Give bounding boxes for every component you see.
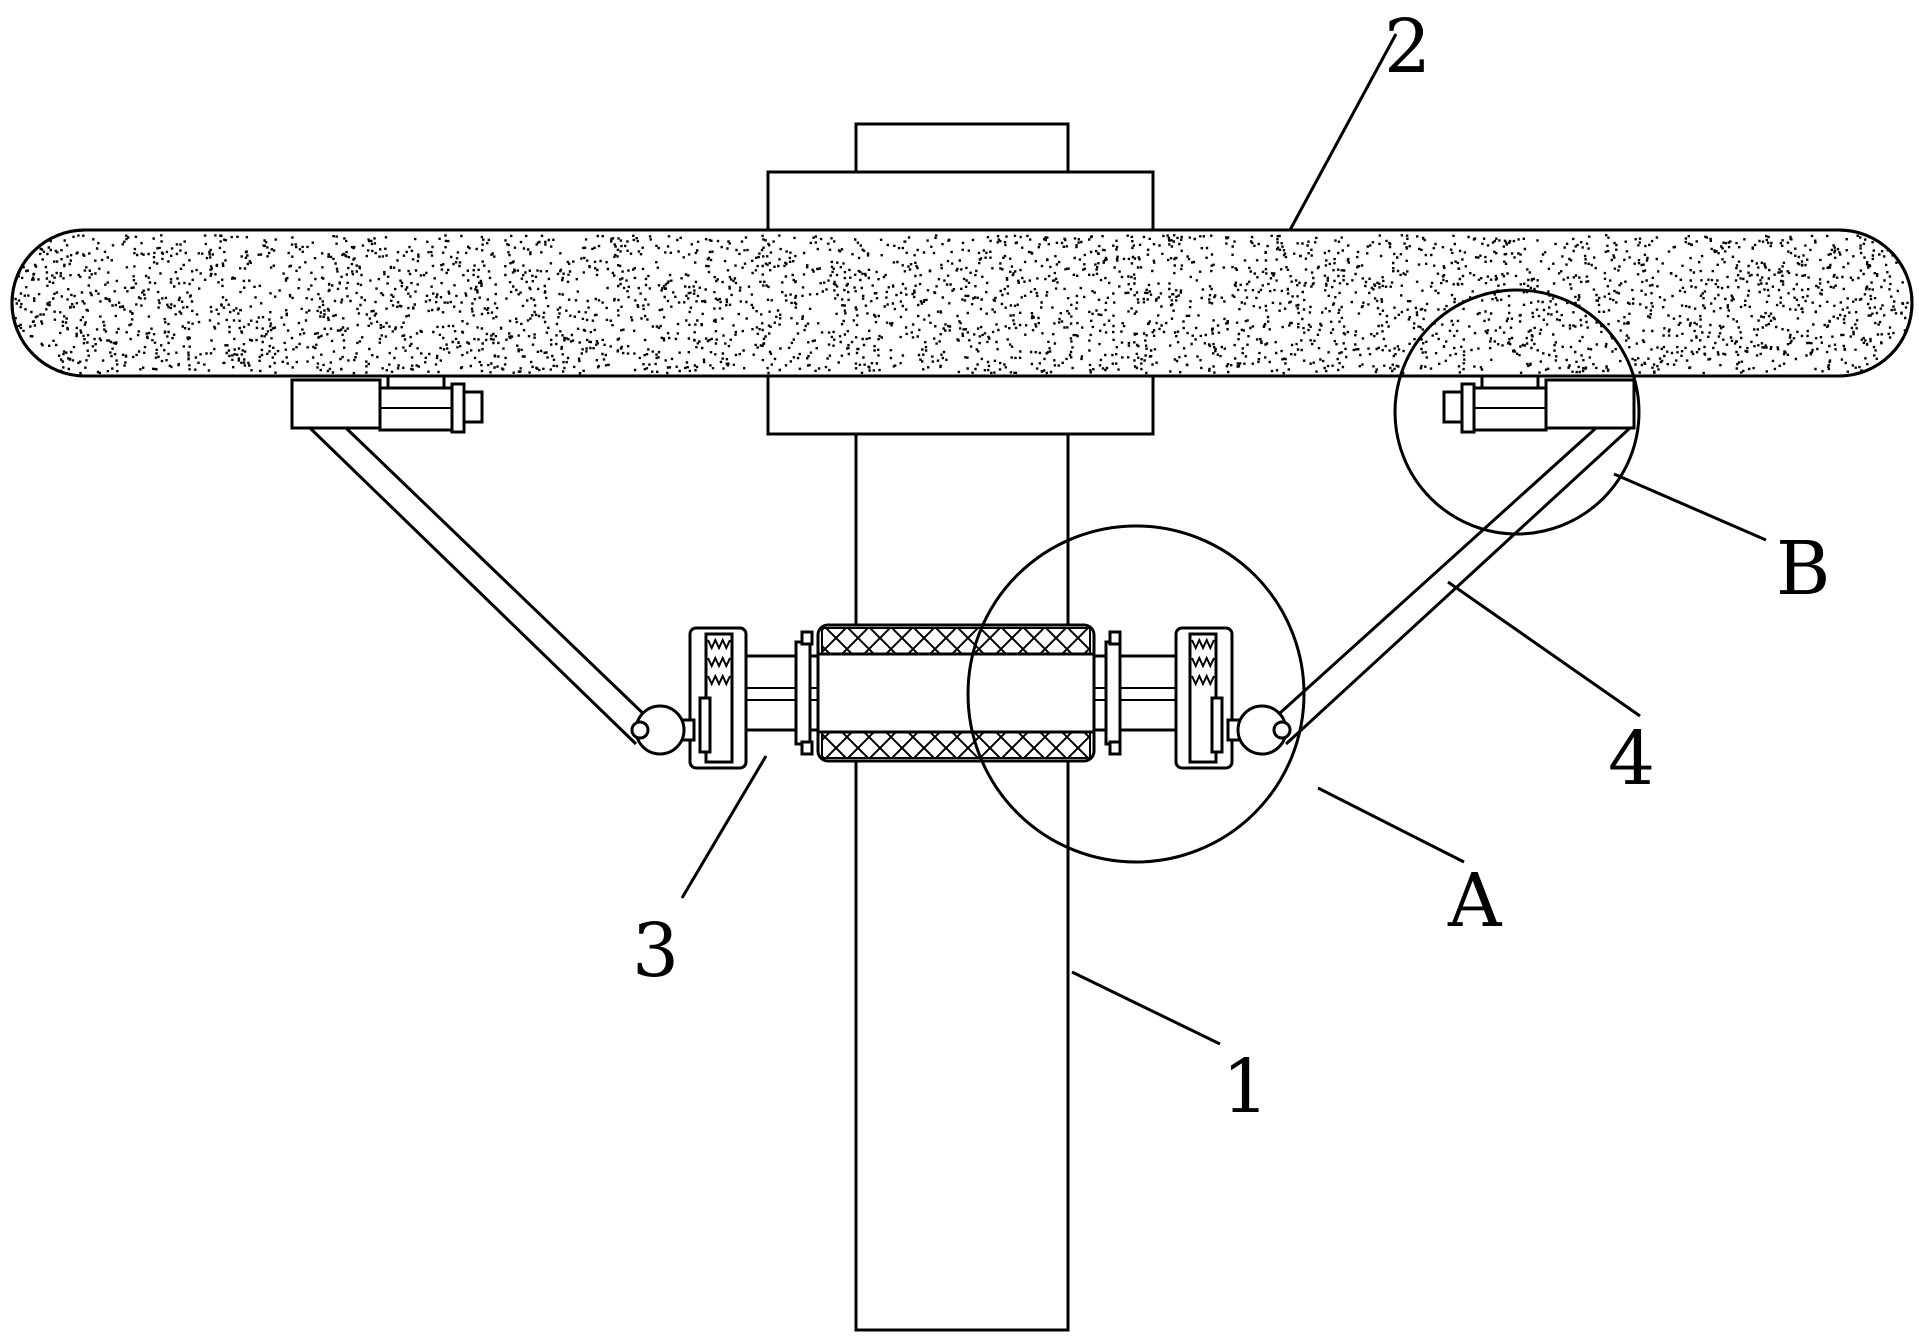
detail-circle-a bbox=[966, 524, 1306, 864]
leader-lines bbox=[680, 33, 1767, 1046]
spring-coil bbox=[1191, 673, 1215, 687]
spring-coil bbox=[1191, 637, 1215, 651]
label-1: 1 bbox=[1222, 1044, 1269, 1130]
label-a: A bbox=[1447, 858, 1503, 944]
label-3: 3 bbox=[632, 908, 679, 994]
spring-coil bbox=[707, 655, 731, 669]
right-brace bbox=[1268, 426, 1632, 746]
label-2: 2 bbox=[1384, 4, 1431, 90]
detail-circle-b bbox=[1393, 288, 1641, 536]
left-brace bbox=[308, 426, 654, 746]
crossbar-stipple bbox=[14, 234, 1912, 375]
spring-coil bbox=[707, 673, 731, 687]
right-mount-bracket bbox=[1442, 374, 1636, 434]
spring-coil bbox=[707, 637, 731, 651]
left-mount-bracket bbox=[290, 374, 484, 434]
spring-coil bbox=[1191, 655, 1215, 669]
crossbar bbox=[10, 228, 1914, 378]
clamp-assembly bbox=[630, 623, 1292, 770]
label-b: B bbox=[1776, 526, 1830, 612]
pole bbox=[766, 122, 1155, 1332]
label-4: 4 bbox=[1608, 716, 1655, 802]
